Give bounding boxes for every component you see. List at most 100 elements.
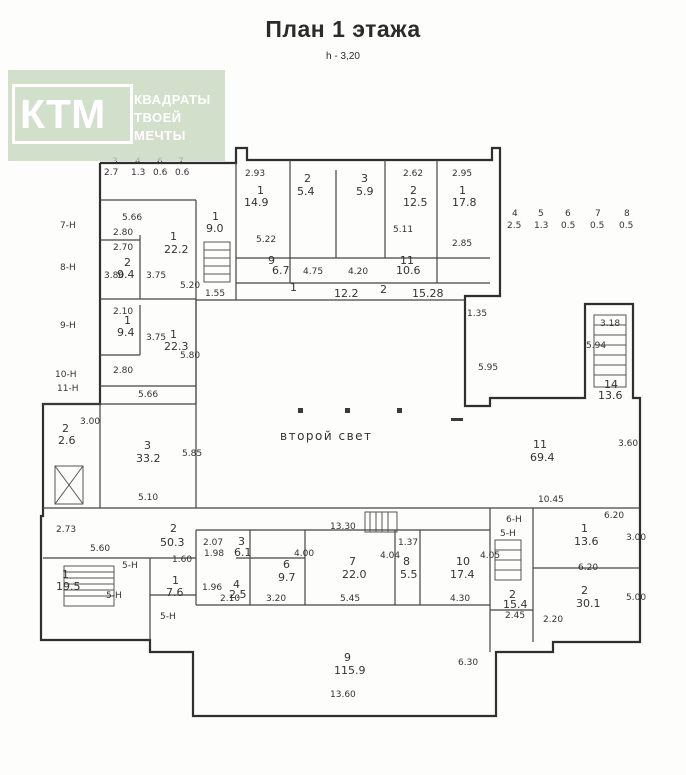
room-area: 69.4 [530,451,555,464]
dim-label: 5.20 [180,281,200,291]
dim-label: 6 [157,157,163,167]
dim-label: 2.62 [403,169,423,179]
room-area: 5.4 [297,185,315,198]
dim-label: 2.80 [113,228,133,238]
room-area: 7.6 [166,586,184,599]
room-area: 9.0 [206,222,224,235]
dim-label: 2.5 [507,221,521,231]
room-area: 5.5 [400,568,418,581]
dim-label: 8 [624,209,630,219]
dimension-labels-layer: 3 2.7 4 1.3 6 0.6 7 0.6 4 2.5 5 1.3 6 0.… [56,157,646,700]
room-number: 3 [361,172,368,185]
room-number: 7 [349,555,356,568]
room-number: 1 [170,230,177,243]
dim-label: 2.07 [203,538,223,548]
room-area: 17.8 [452,196,477,209]
dim-label: 5.60 [90,544,110,554]
room-number: 14 [604,378,618,391]
dim-label: 1.96 [202,583,222,593]
dim-label: 3 [112,157,118,167]
room-number: 11 [533,438,547,451]
dim-label: 5.85 [182,449,202,459]
dim-label: 5.95 [478,363,498,373]
dim-label: 5.80 [180,351,200,361]
dim-label: 6.20 [604,511,624,521]
plan-title: План 1 этажа [265,16,421,42]
dim-label: 2.93 [245,169,265,179]
logo-line-3: МЕЧТЫ [134,128,186,143]
dim-label: 3.20 [266,594,286,604]
axis-label: 8-Н [60,263,76,273]
room-area: 50.3 [160,536,185,549]
room-area: 22.0 [342,568,367,581]
dim-label: 4.20 [348,267,368,277]
axis-label: 5-Н [160,612,176,622]
dim-label: 5.66 [122,213,142,223]
room-area: 6.7 [272,264,290,277]
room-area: 9.7 [278,571,296,584]
dim-label: 4.04 [380,551,400,561]
room-number: 10 [456,555,470,568]
room-area: 13.6 [574,535,599,548]
dim-label: 3.00 [80,417,100,427]
dim-label: 3.75 [146,271,166,281]
axis-label: 7-Н [60,221,76,231]
dim-label: 1.98 [204,549,224,559]
dim-label: 1.60 [172,555,192,565]
room-number: 11 [400,254,414,267]
room-number: 3 [238,535,245,548]
dim-label: 2.20 [543,615,563,625]
atrium-label: второй свет [280,429,373,443]
room-number: 2 [304,172,311,185]
dim-label: 1.37 [398,538,418,548]
room-number: 2 [410,184,417,197]
dim-label: 7 [178,157,184,167]
room-number: 2 [509,588,516,601]
dim-label: 2.73 [56,525,76,535]
axis-label: 11-Н [57,384,78,394]
room-area: 2.5 [229,588,247,601]
dim-label: 3.18 [600,319,620,329]
room-number: 8 [403,555,410,568]
dim-label: 0.6 [175,168,190,178]
axis-label: 5-Н [500,529,516,539]
dim-label: 10.45 [538,495,564,505]
room-number: 3 [144,439,151,452]
room-number: 9 [344,651,351,664]
dim-label: 6 [565,209,571,219]
dim-label: 13.60 [330,690,356,700]
axis-label: 5-Н [122,561,138,571]
dim-label: 2.7 [104,168,118,178]
dim-label: 5.22 [256,235,276,245]
room-number: 1 [170,328,177,341]
dim-label: 3.80 [104,271,124,281]
room-number: 1 [62,568,69,581]
dim-label: 0.5 [619,221,633,231]
dim-label: 1.3 [131,168,145,178]
room-number: 6 [283,558,290,571]
dim-label: 2.70 [113,243,133,253]
room-area: 30.1 [576,597,601,610]
dim-label: 4.00 [294,549,314,559]
dim-label: 2.45 [505,611,525,621]
dim-label: 6.30 [458,658,478,668]
room-area: 15.4 [503,598,528,611]
room-area: 5.9 [356,185,374,198]
dim-label: 0.6 [153,168,168,178]
ceiling-height: h - 3,20 [326,51,360,62]
logo-line-1: КВАДРАТЫ [134,92,211,107]
dim-label: 3.60 [618,439,638,449]
room-area: 22.3 [164,340,189,353]
dim-label: 4.30 [450,594,470,604]
room-area: 13.6 [598,389,623,402]
stairs [54,241,627,607]
dim-label: 1.55 [205,289,225,299]
area-labels-layer: 1 14.9 2 5.4 3 5.9 2 12.5 1 17.8 1 22.2 … [56,172,623,677]
room-number: 9 [268,254,275,267]
room-number: 1 [212,210,219,223]
dim-label: 2.80 [113,366,133,376]
dim-label: 2.85 [452,239,472,249]
axis-label: 10-Н [55,370,76,380]
